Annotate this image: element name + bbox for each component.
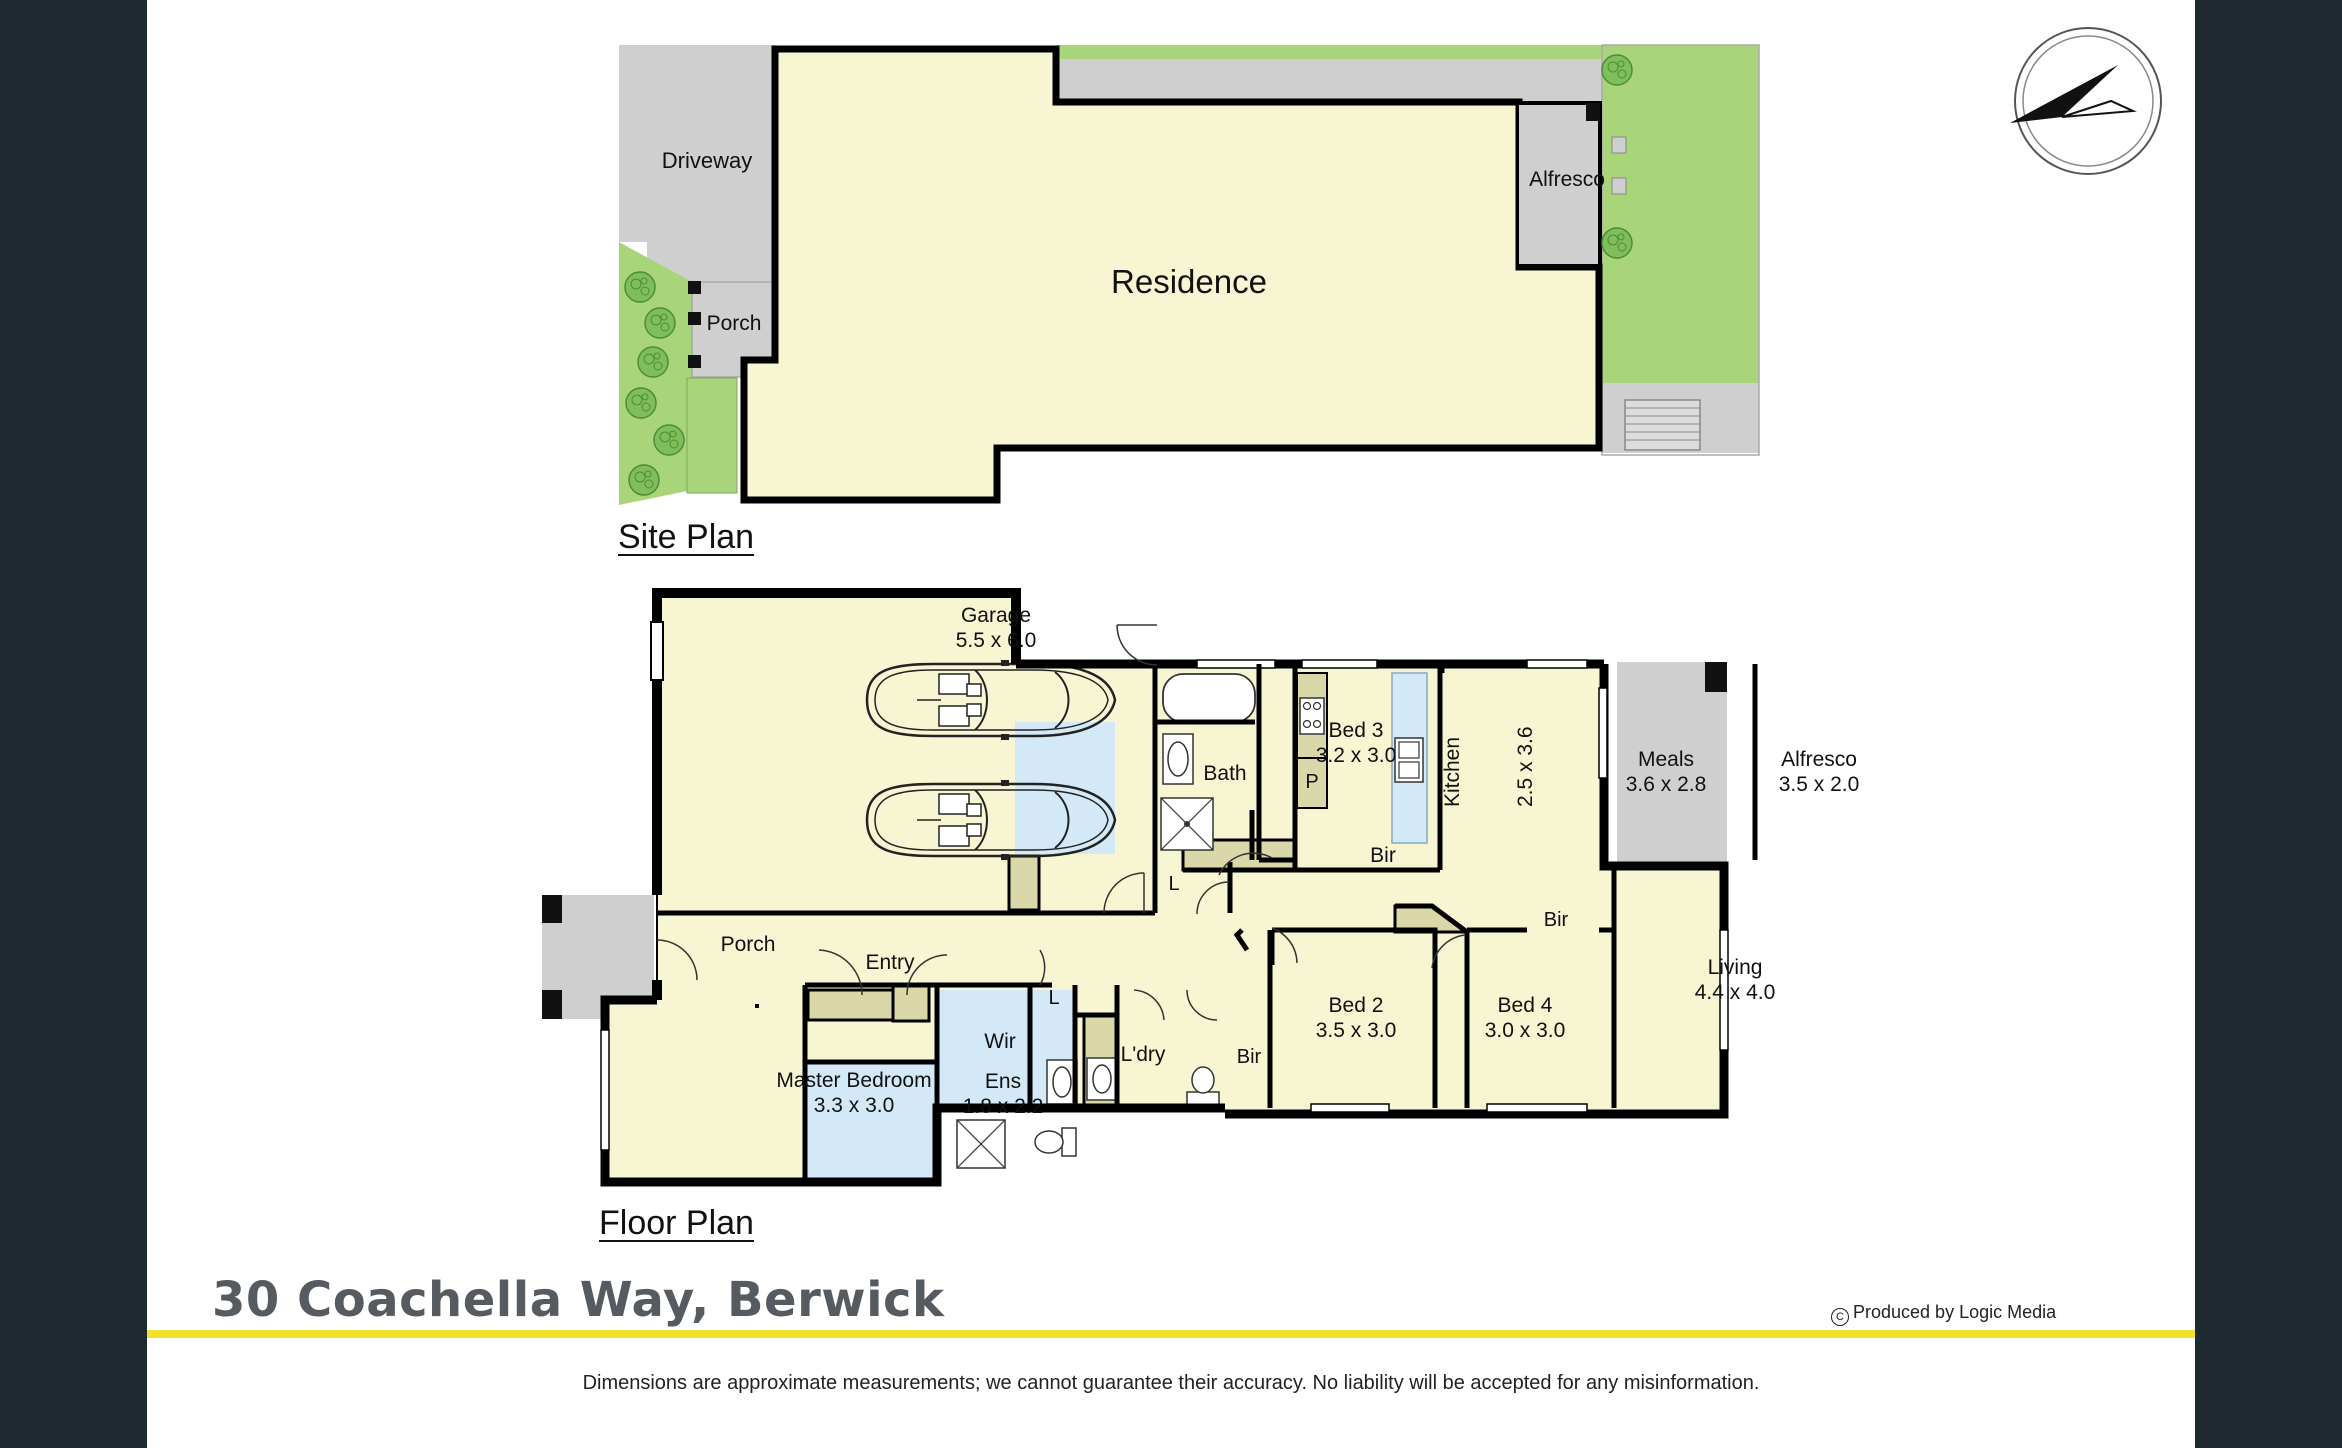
ensuite-area	[807, 1062, 935, 1182]
compass-icon	[2010, 27, 2162, 175]
shrub-icon	[653, 424, 685, 456]
room-size-master: 3.3 x 3.0	[814, 1094, 895, 1117]
room-label-bed3: Bed 3	[1329, 719, 1384, 742]
room-size-alfresco: 3.5 x 2.0	[1779, 773, 1860, 796]
bathtub-icon	[1162, 673, 1256, 723]
room-label-bed3-robe: Bir	[1370, 844, 1396, 867]
shrub-icon	[644, 307, 676, 339]
shower-icon	[1160, 797, 1214, 851]
linen-cupboard	[1007, 854, 1041, 912]
shrub-icon	[1601, 227, 1633, 259]
porch-column	[542, 990, 562, 1019]
residence-footprint	[740, 45, 1603, 504]
room-label-alfresco: Alfresco	[1781, 748, 1857, 771]
cooktop-icon	[1299, 697, 1325, 735]
room-label-bed4-robe: Bir	[1544, 909, 1569, 931]
toilet-icon	[1034, 1127, 1077, 1157]
room-size-ens: 1.8 x 2.2	[963, 1095, 1044, 1118]
room-label-linen: L	[1048, 987, 1059, 1009]
room-label-pantry: P	[1305, 771, 1318, 793]
porch-post	[688, 355, 701, 368]
property-address: 30 Coachella Way, Berwick	[212, 1272, 945, 1328]
room-size-kitchen: 2.5 x 3.6	[1514, 726, 1537, 807]
bed4-wall	[1395, 903, 1470, 1108]
room-label-linen: L	[1168, 873, 1179, 895]
accent-rule	[147, 1330, 2195, 1338]
porch-post	[688, 312, 701, 325]
rear-lawn	[1602, 45, 1759, 383]
floor-fill	[605, 593, 1724, 1182]
shrub-icon	[1601, 54, 1633, 86]
alfresco-paving	[1617, 662, 1727, 866]
room-size-living: 4.4 x 4.0	[1695, 981, 1776, 1004]
side-lawn-strip	[1057, 45, 1759, 59]
site-alfresco-label: Alfresco	[1529, 168, 1605, 191]
laundry-area	[937, 990, 1030, 1108]
interior-walls	[657, 664, 1758, 1182]
porch-column	[542, 895, 562, 923]
room-label-wir: Wir	[984, 1030, 1015, 1053]
room-label-ens: Ens	[985, 1070, 1021, 1093]
room-size-garage: 5.5 x 6.0	[956, 629, 1037, 652]
disclaimer-text: Dimensions are approximate measurements;…	[582, 1372, 1760, 1394]
shrub-icon	[637, 346, 669, 378]
room-label-bath: Bath	[1203, 762, 1246, 785]
producer-text: Produced by Logic Media	[1853, 1302, 2057, 1322]
shrub-icon	[628, 464, 660, 496]
step	[1611, 177, 1627, 195]
room-label-bed2-robe: Bir	[1237, 1046, 1262, 1068]
site-alfresco-area	[1519, 103, 1600, 266]
garden-strip	[686, 377, 738, 494]
porch-post	[688, 281, 701, 294]
room-label-bed2: Bed 2	[1329, 994, 1384, 1017]
floor-plan: Garage 5.5 x 6.0 Bath Bed 3 3.2 x 3.0 Bi…	[542, 588, 1860, 1187]
shrub-icon	[624, 271, 656, 303]
site-plan: Driveway Porch Residence Alfresco	[619, 44, 1760, 505]
vanity-basin-icon	[1086, 1057, 1118, 1101]
wir-shelf	[806, 988, 895, 1022]
sink-icon	[1394, 737, 1424, 783]
windows	[600, 621, 1729, 1151]
shrub-icon	[625, 387, 657, 419]
step	[1611, 136, 1627, 154]
room-label-garage: Garage	[961, 604, 1031, 627]
plan-drawing: Driveway Porch Residence Alfresco	[542, 27, 2162, 1187]
room-label-master: Master Bedroom	[776, 1069, 931, 1092]
door-swings	[656, 624, 1466, 1021]
vanity-basin-icon	[1162, 733, 1194, 785]
room-size-bed2: 3.5 x 3.0	[1316, 1019, 1397, 1042]
copyright-icon: C	[1831, 1308, 1849, 1326]
room-size-bed4: 3.0 x 3.0	[1485, 1019, 1566, 1042]
floorplan-sheet: Driveway Porch Residence Alfresco	[147, 0, 2195, 1448]
room-label-meals: Meals	[1638, 748, 1694, 771]
site-porch-label: Porch	[707, 312, 762, 335]
room-size-meals: 3.6 x 2.8	[1626, 773, 1707, 796]
room-label-living: Living	[1708, 956, 1763, 979]
alfresco-column	[1705, 662, 1727, 692]
linen-cupboard	[891, 983, 931, 1023]
rear-shed-icon	[1624, 399, 1701, 451]
site-alfresco-edge	[1519, 101, 1602, 268]
room-label-bed4: Bed 4	[1498, 994, 1553, 1017]
room-label-entry: Entry	[865, 951, 915, 974]
vanity-basin-icon	[1046, 1059, 1078, 1105]
shower-icon	[956, 1119, 1006, 1169]
room-size-bed3: 3.2 x 3.0	[1316, 744, 1397, 767]
room-label-laundry: L'dry	[1121, 1043, 1166, 1066]
room-label-porch: Porch	[721, 933, 776, 956]
alfresco-post	[1586, 103, 1600, 121]
bath-area	[1015, 722, 1115, 854]
toilet-icon	[1186, 1066, 1220, 1106]
site-residence-label: Residence	[1111, 263, 1267, 300]
site-driveway-label: Driveway	[662, 148, 752, 173]
site-plan-heading: Site Plan	[618, 518, 755, 556]
floor-plan-heading: Floor Plan	[599, 1204, 754, 1242]
room-label-kitchen: Kitchen	[1441, 737, 1464, 807]
